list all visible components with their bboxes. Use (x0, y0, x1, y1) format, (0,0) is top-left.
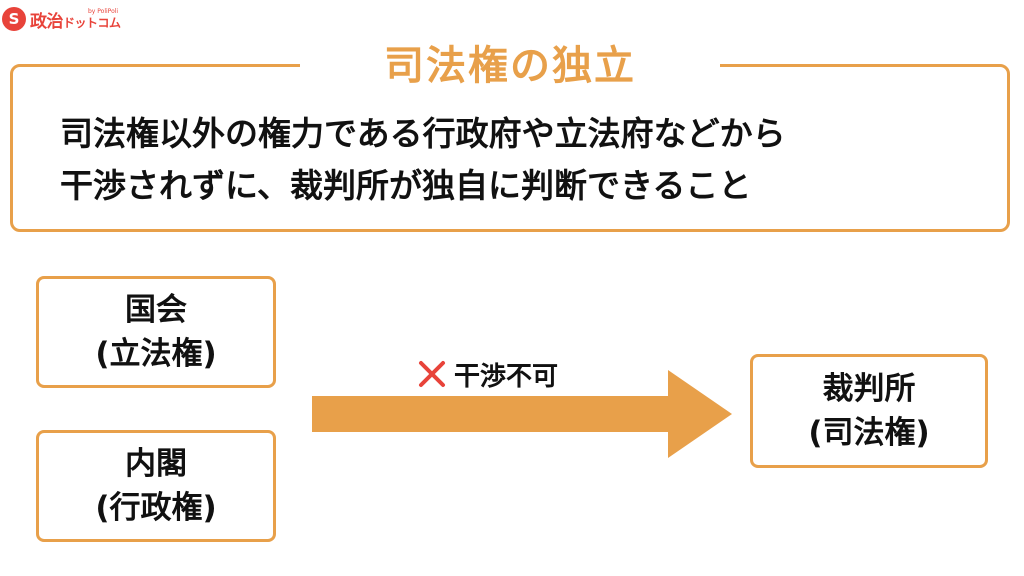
diagram-title: 司法権の独立 (300, 40, 720, 92)
node-naikaku-power: (行政権) (95, 490, 217, 526)
logo-text-main: 政治 (30, 11, 64, 32)
node-kokkai-power: (立法権) (95, 336, 217, 372)
logo-mark-icon: S (2, 7, 26, 31)
node-saibansho: 裁判所 (司法権) (750, 354, 988, 468)
node-saibansho-power: (司法権) (808, 415, 930, 451)
interference-arrow (312, 370, 732, 458)
arrow-label-text: 干渉不可 (454, 361, 559, 392)
node-kokkai: 国会 (立法権) (36, 276, 276, 388)
definition-line-1: 司法権以外の権力である行政府や立法府などから (60, 114, 786, 153)
cross-icon (419, 361, 445, 387)
node-naikaku-name: 内閣 (125, 446, 187, 482)
logo-subtext: by PoliPoli (88, 8, 119, 15)
node-kokkai-name: 国会 (125, 292, 187, 328)
node-naikaku: 内閣 (行政権) (36, 430, 276, 542)
site-logo[interactable]: S 政治ドットコム by PoliPoli (2, 6, 121, 32)
logo-text: 政治ドットコム (30, 7, 121, 32)
logo-text-small: ドットコム (63, 15, 121, 30)
interference-arrow-shape (312, 370, 732, 458)
arrow-label: 干渉不可 (418, 354, 558, 394)
definition-text: 司法権以外の権力である行政府や立法府などから 干渉されずに、裁判所が独自に判断で… (60, 108, 980, 212)
node-saibansho-name: 裁判所 (822, 371, 916, 407)
definition-line-2: 干渉されずに、裁判所が独自に判断できること (60, 166, 752, 205)
